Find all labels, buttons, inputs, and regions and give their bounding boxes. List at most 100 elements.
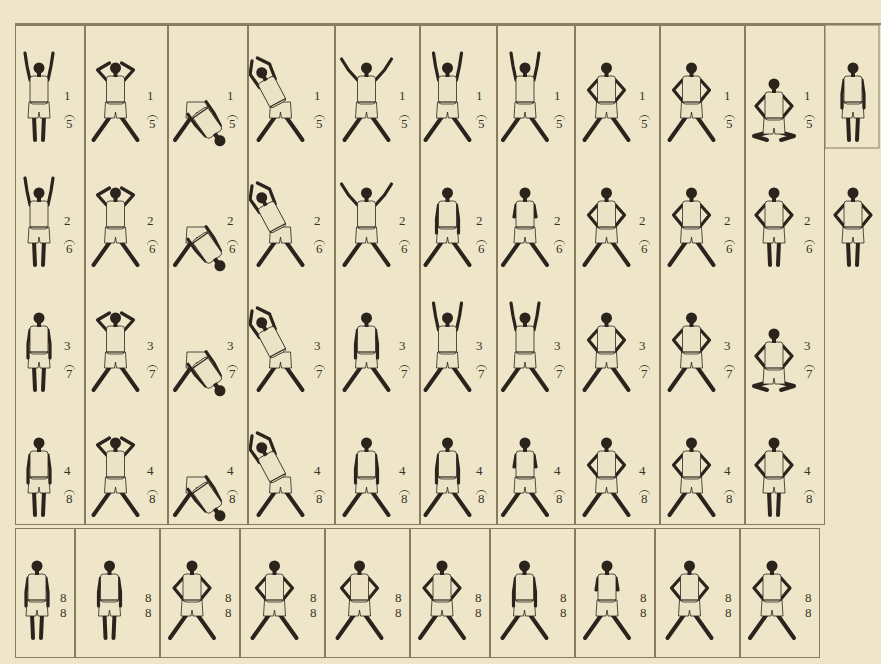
figure-shorts: [596, 600, 618, 616]
figure-arm: [451, 578, 460, 599]
exercise-figure: [426, 438, 470, 516]
figure-leg: [453, 116, 470, 140]
figure-arm: [257, 578, 266, 599]
exercise-cell: 88: [490, 528, 575, 658]
step-number: 8: [145, 606, 152, 620]
figure-upper-body: [188, 352, 232, 402]
figure-head: [110, 63, 121, 74]
figure-shirt: [516, 76, 534, 104]
figure-leg: [769, 491, 770, 515]
figure-arm: [701, 80, 710, 101]
step-number: 8: [310, 606, 317, 620]
step-number: 2: [147, 214, 154, 228]
figure-leg: [345, 366, 362, 390]
figure-arm: [424, 578, 433, 599]
step-number: 8: [225, 591, 232, 605]
count-number: 6: [476, 240, 487, 256]
figure-upper-body: [514, 438, 536, 480]
exercise-cell: 88: [240, 528, 325, 658]
step-number: 3: [724, 339, 731, 353]
figure-shirt: [683, 76, 701, 104]
figure-upper-body: [98, 313, 134, 355]
exercise-cell: 88: [575, 528, 655, 658]
figure-arm: [511, 53, 516, 80]
count-number: 5: [399, 115, 410, 131]
figure-head: [32, 561, 43, 572]
figure-leg: [426, 116, 443, 140]
step-number: 1: [227, 89, 234, 103]
figure-arm: [589, 455, 598, 476]
figure-shirt: [358, 201, 376, 229]
step-number: 2: [64, 214, 71, 228]
figure-belt: [439, 226, 457, 227]
exercise-figure: [585, 63, 629, 141]
figure-leg: [530, 116, 547, 140]
figure-belt: [516, 599, 534, 600]
figure-leg: [503, 116, 520, 140]
count-number: 7: [724, 365, 735, 381]
figure-leg: [175, 491, 192, 515]
count-number: 5: [724, 115, 735, 131]
figure-belt: [358, 101, 376, 102]
figure-arm: [589, 80, 598, 101]
exercise-figure: [345, 313, 389, 391]
exercise-figure: [503, 188, 547, 266]
figure-upper-body: [589, 188, 625, 230]
figure-leg: [121, 241, 138, 265]
step-number: 2: [724, 214, 731, 228]
figure-upper-body: [245, 179, 288, 234]
figure-belt: [193, 483, 208, 493]
exercise-cell: 88: [410, 528, 490, 658]
figure-upper-body: [835, 188, 871, 230]
figure-head: [361, 188, 372, 199]
count-number: 7: [804, 365, 815, 381]
figure-leg: [585, 366, 602, 390]
figure-shirt: [192, 231, 223, 264]
exercise-figure: [94, 438, 138, 516]
figure-arm: [756, 346, 765, 367]
exercise-figure: [426, 188, 470, 266]
figure-shirt: [598, 574, 616, 602]
figure-shorts: [105, 102, 127, 118]
figure-leg: [670, 366, 687, 390]
figure-belt: [183, 599, 201, 600]
step-number: 8: [805, 606, 812, 620]
figure-belt: [270, 473, 286, 481]
step-number: 4: [476, 464, 483, 478]
figure-leg: [372, 241, 389, 265]
step-number: 3: [804, 339, 811, 353]
figure-belt: [598, 351, 616, 352]
exercise-figure: [426, 303, 470, 390]
figure-leg: [426, 366, 443, 390]
figure-shirt: [598, 326, 616, 354]
exercise-figure: [756, 438, 792, 516]
figure-head: [520, 313, 531, 324]
figure-leg: [43, 491, 44, 515]
exercise-figure: [342, 59, 392, 140]
exercise-figure: [345, 438, 389, 516]
figure-leg: [668, 614, 685, 638]
step-number: 2: [639, 214, 646, 228]
figure-leg: [530, 366, 547, 390]
figure-upper-body: [342, 59, 392, 104]
figure-arm: [781, 578, 790, 599]
figure-arm: [835, 205, 844, 226]
figure-shirt: [516, 326, 534, 354]
figure-belt: [30, 351, 48, 352]
exercise-figure: [342, 184, 392, 265]
exercise-figure: [585, 561, 629, 639]
step-number: 3: [399, 339, 406, 353]
step-number: 8: [475, 591, 482, 605]
step-number: 4: [147, 464, 154, 478]
figure-leg: [114, 614, 115, 638]
figure-leg: [94, 116, 111, 140]
side-box: [825, 25, 879, 148]
step-number: 8: [560, 591, 567, 605]
figure-leg: [503, 241, 520, 265]
figure-upper-body: [25, 178, 53, 229]
figure-arm: [342, 59, 358, 80]
figure-shirt: [439, 451, 457, 479]
figure-belt: [193, 108, 208, 118]
figure-arm: [534, 303, 539, 330]
figure-shorts: [349, 600, 371, 616]
